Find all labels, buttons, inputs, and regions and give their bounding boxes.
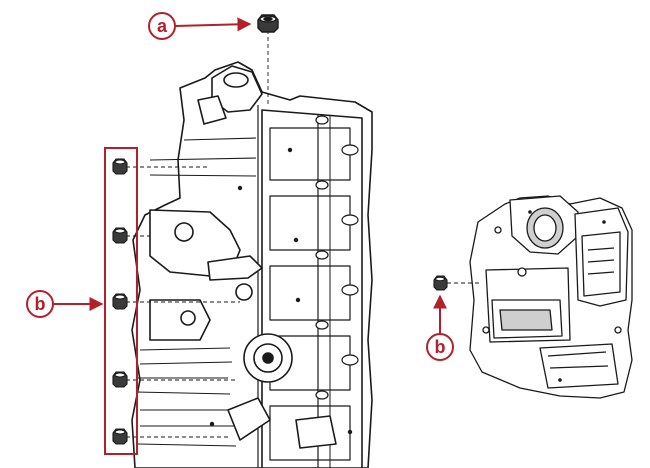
- plug-set-b-left: [112, 158, 128, 445]
- plug-b-5: [112, 428, 128, 445]
- plug-b-4: [112, 371, 128, 388]
- callout-b-left-label: b: [35, 294, 46, 314]
- plug-b-1: [112, 158, 128, 175]
- plug-group-bracket: [104, 147, 138, 455]
- main-block-casting: [131, 61, 373, 468]
- callout-b-left: b: [26, 290, 104, 318]
- secondary-housing-view: [469, 195, 633, 399]
- plug-b-2: [112, 227, 128, 244]
- callout-b-right-label: b: [435, 337, 446, 357]
- callout-a-arrow: [174, 17, 252, 32]
- plug-b-3: [112, 293, 128, 310]
- leader-lines-left: [126, 30, 269, 438]
- callout-a: a: [148, 12, 252, 40]
- plug-b-right: [433, 275, 448, 291]
- callout-b-right: b: [426, 294, 454, 361]
- plug-part-a: [257, 14, 279, 33]
- callout-a-label: a: [157, 16, 168, 36]
